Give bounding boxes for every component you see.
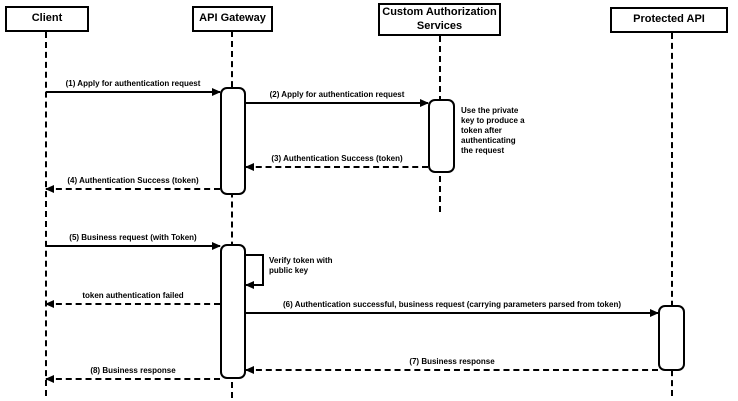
message-3-authentication-success: (3) Authentication Success (token)	[245, 154, 428, 171]
actor-api-gateway-label: API Gateway	[199, 12, 266, 25]
activation-custom-authorization-services	[428, 99, 455, 173]
actor-api-gateway: API Gateway	[192, 6, 273, 32]
message-6-authentication-successful-business-request: (6) Authentication successful, business …	[246, 300, 659, 317]
message-1-line	[46, 91, 220, 93]
message-8-business-response: (8) Business response	[45, 366, 220, 383]
message-7-line	[246, 369, 658, 371]
message-1-label: (1) Apply for authentication request	[65, 79, 201, 89]
activation-protected-api	[658, 305, 685, 371]
note-private-key: Use the private key to produce a token a…	[461, 106, 525, 155]
message-4-authentication-success: (4) Authentication Success (token)	[45, 176, 220, 193]
message-2-line	[246, 102, 428, 104]
message-8-label: (8) Business response	[90, 366, 176, 376]
arrowhead-left-icon	[45, 185, 54, 193]
lifeline-api-gateway	[231, 31, 233, 398]
arrowhead-left-icon	[245, 281, 254, 289]
actor-protected-api: Protected API	[610, 7, 728, 33]
self-message-return-segment	[245, 281, 264, 289]
arrowhead-right-icon	[212, 242, 221, 250]
message-1-apply-authentication-request: (1) Apply for authentication request	[46, 79, 221, 96]
message-4-label: (4) Authentication Success (token)	[67, 176, 199, 186]
message-2-label: (2) Apply for authentication request	[269, 90, 405, 100]
message-8-line	[46, 378, 220, 380]
arrowhead-left-icon	[245, 366, 254, 374]
arrowhead-right-icon	[420, 99, 429, 107]
self-message-label: Verify token with public key	[269, 256, 333, 275]
arrowhead-left-icon	[45, 375, 54, 383]
message-5-label: (5) Business request (with Token)	[69, 233, 197, 243]
message-3-label: (3) Authentication Success (token)	[271, 154, 403, 164]
arrowhead-right-icon	[212, 88, 221, 96]
message-7-business-response: (7) Business response	[245, 357, 658, 374]
message-5-line	[46, 245, 220, 247]
arrowhead-right-icon	[650, 309, 659, 317]
message-token-failed-label: token authentication failed	[82, 291, 184, 301]
message-5-business-request: (5) Business request (with Token)	[46, 233, 221, 250]
actor-protected-api-label: Protected API	[633, 13, 705, 26]
lifeline-protected-api	[671, 33, 673, 396]
message-token-authentication-failed: token authentication failed	[45, 291, 220, 308]
message-6-line	[246, 312, 658, 314]
message-4-line	[46, 188, 220, 190]
activation-api-gateway-2	[220, 244, 246, 379]
actor-custom-authorization-services-label: Custom Authorization Services	[382, 5, 497, 32]
arrowhead-left-icon	[45, 300, 54, 308]
self-message-right-segment	[262, 254, 264, 285]
message-2-apply-authentication-request: (2) Apply for authentication request	[246, 90, 429, 107]
actor-client: Client	[5, 6, 89, 32]
actor-client-label: Client	[31, 12, 63, 25]
self-message-top-segment	[246, 254, 264, 256]
message-3-line	[246, 166, 428, 168]
actor-custom-authorization-services: Custom Authorization Services	[378, 3, 501, 36]
activation-api-gateway-1	[220, 87, 246, 195]
message-token-failed-line	[46, 303, 220, 305]
message-6-label: (6) Authentication successful, business …	[282, 300, 622, 310]
arrowhead-left-icon	[245, 163, 254, 171]
message-7-label: (7) Business response	[409, 357, 495, 367]
lifeline-client	[45, 32, 47, 396]
